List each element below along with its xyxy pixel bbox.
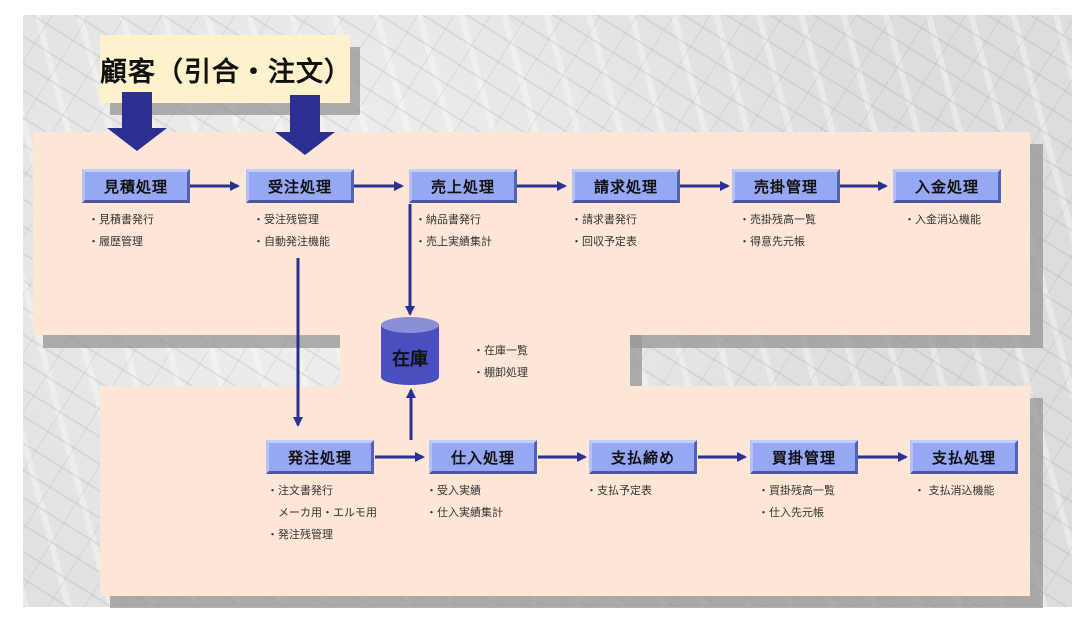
process-label: 支払処理 bbox=[931, 448, 996, 467]
inventory-cylinder-icon bbox=[381, 317, 439, 385]
note-item: ・支払予定表 bbox=[586, 484, 652, 497]
process-estimate[interactable]: 見積処理 bbox=[82, 169, 190, 203]
payment-receipt-notes: ・入金消込機能 bbox=[904, 209, 981, 231]
note-item: ・発注残管理 bbox=[267, 528, 333, 541]
process-label: 売掛管理 bbox=[753, 177, 818, 196]
note-item: ・納品書発行 bbox=[415, 213, 481, 226]
process-label: 仕入処理 bbox=[450, 448, 515, 467]
receivables-notes: ・売掛残高一覧 ・得意先元帳 bbox=[739, 209, 816, 253]
note-item: ・仕入先元帳 bbox=[758, 506, 824, 519]
customer-to-estimate-arrow bbox=[107, 92, 167, 151]
note-item: ・請求書発行 bbox=[571, 213, 637, 226]
note-item: メーカ用・エルモ用 bbox=[267, 506, 377, 519]
inventory-label: 在庫 bbox=[392, 349, 428, 370]
payables-notes: ・買掛残高一覧 ・仕入先元帳 bbox=[758, 480, 835, 524]
process-payment[interactable]: 支払処理 bbox=[910, 440, 1018, 474]
purchase-panel bbox=[100, 386, 1030, 596]
purchase-order-notes: ・注文書発行 メーカ用・エルモ用 ・発注残管理 bbox=[267, 480, 377, 546]
purchasing-notes: ・受入実績 ・仕入実績集計 bbox=[426, 480, 503, 524]
note-item: ・棚卸処理 bbox=[473, 366, 528, 379]
note-item: ・入金消込機能 bbox=[904, 213, 981, 226]
inventory-notes: ・在庫一覧 ・棚卸処理 bbox=[473, 340, 528, 384]
process-sales[interactable]: 売上処理 bbox=[409, 169, 517, 203]
process-label: 見積処理 bbox=[103, 177, 168, 196]
sales-notes: ・納品書発行 ・売上実績集計 bbox=[415, 209, 492, 253]
note-item: ・回収予定表 bbox=[571, 235, 637, 248]
process-billing[interactable]: 請求処理 bbox=[572, 169, 680, 203]
process-payment-closing[interactable]: 支払締め bbox=[589, 440, 697, 474]
process-payment-receipt[interactable]: 入金処理 bbox=[893, 169, 1001, 203]
process-label: 請求処理 bbox=[593, 177, 658, 196]
process-payables[interactable]: 買掛管理 bbox=[750, 440, 858, 474]
process-purchase-order[interactable]: 発注処理 bbox=[266, 440, 374, 474]
customer-box: 顧客（引合・注文） bbox=[100, 35, 352, 103]
note-item: ・ 支払消込機能 bbox=[914, 484, 995, 497]
process-receivables[interactable]: 売掛管理 bbox=[732, 169, 840, 203]
note-item: ・買掛残高一覧 bbox=[758, 484, 835, 497]
note-item: ・見積書発行 bbox=[88, 213, 154, 226]
note-item: ・在庫一覧 bbox=[473, 344, 528, 357]
process-label: 支払締め bbox=[610, 448, 675, 467]
note-item: ・売上実績集計 bbox=[415, 235, 492, 248]
process-purchasing[interactable]: 仕入処理 bbox=[429, 440, 537, 474]
process-order[interactable]: 受注処理 bbox=[246, 169, 354, 203]
customer-to-order-arrow bbox=[275, 95, 335, 155]
process-label: 入金処理 bbox=[914, 177, 979, 196]
estimate-notes: ・見積書発行 ・履歴管理 bbox=[88, 209, 154, 253]
payment-closing-notes: ・支払予定表 bbox=[586, 480, 652, 502]
note-item: ・得意先元帳 bbox=[739, 235, 805, 248]
process-label: 買掛管理 bbox=[771, 448, 836, 467]
billing-notes: ・請求書発行 ・回収予定表 bbox=[571, 209, 637, 253]
payment-notes: ・ 支払消込機能 bbox=[914, 480, 995, 502]
customer-title: 顧客（引合・注文） bbox=[100, 56, 352, 88]
note-item: ・受注残管理 bbox=[253, 213, 319, 226]
process-label: 発注処理 bbox=[287, 448, 352, 467]
note-item: ・注文書発行 bbox=[267, 484, 333, 497]
process-label: 受注処理 bbox=[267, 177, 332, 196]
order-notes: ・受注残管理 ・自動発注機能 bbox=[253, 209, 330, 253]
note-item: ・自動発注機能 bbox=[253, 235, 330, 248]
note-item: ・受入実績 bbox=[426, 484, 481, 497]
process-label: 売上処理 bbox=[430, 177, 495, 196]
note-item: ・仕入実績集計 bbox=[426, 506, 503, 519]
note-item: ・履歴管理 bbox=[88, 235, 143, 248]
note-item: ・売掛残高一覧 bbox=[739, 213, 816, 226]
